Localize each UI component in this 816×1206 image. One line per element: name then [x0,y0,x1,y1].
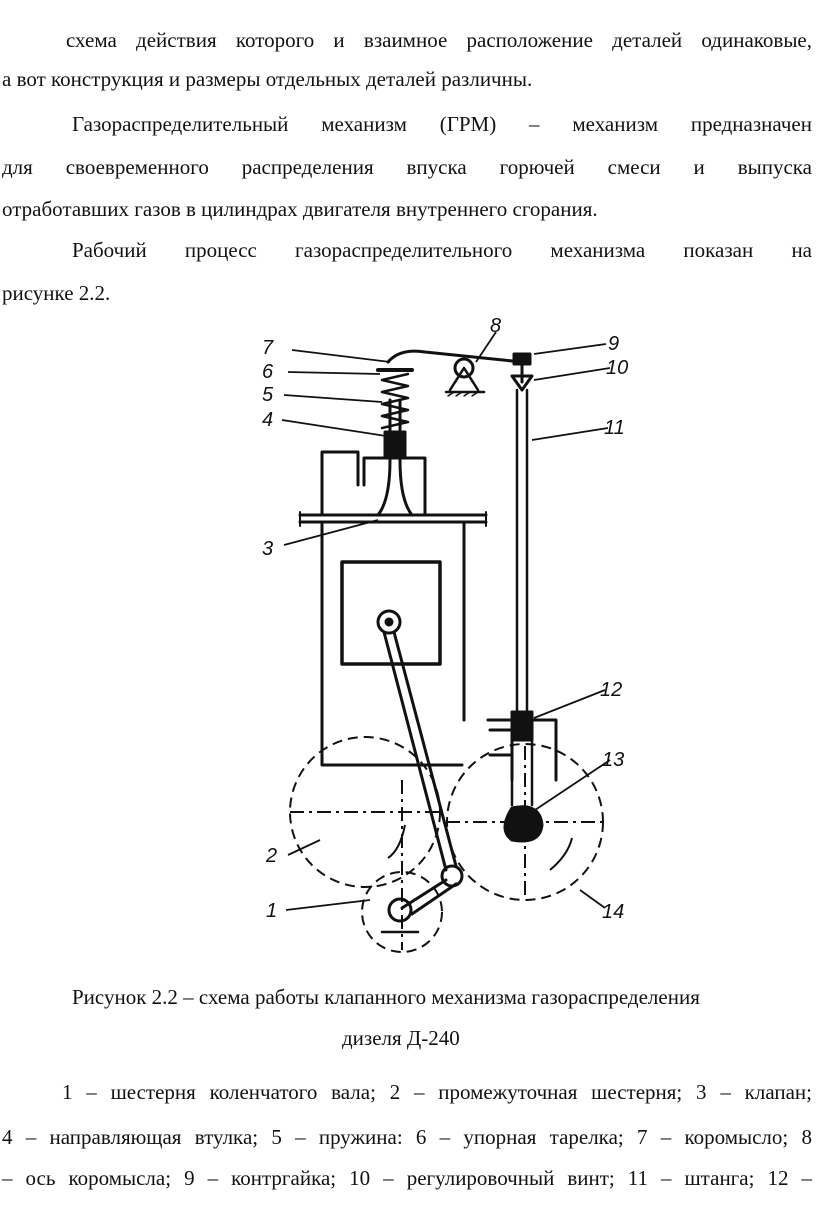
connecting-rod [382,630,458,872]
paragraph-3-line-2: рисунке 2.2. [2,281,111,305]
valve-spring [380,372,410,430]
paragraph-2-line-2: для своевременного распределения впуска … [2,155,812,179]
rocker-support [444,366,486,394]
legend-line-1: 1 – шестерня коленчатого вала; 2 – проме… [62,1080,812,1104]
figure-label-3: 3 [262,538,273,560]
figure-label-11: 11 [604,417,625,439]
camshaft-cam [503,805,544,843]
adjusting-screw [510,362,534,392]
paragraph-3-line-1: Рабочий процесс газораспределительного м… [72,238,812,262]
figure-label-7: 7 [262,337,274,359]
intermediate-gear [289,736,441,888]
figure-caption-line-1: Рисунок 2.2 – схема работы клапанного ме… [72,985,700,1009]
figure-label-13: 13 [602,749,624,771]
paragraph-1-line-1: схема действия которого и взаимное распо… [66,28,812,52]
figure-label-9: 9 [608,333,619,355]
figure-label-1: 1 [266,900,277,922]
figure-label-10: 10 [606,357,628,379]
figure-label-6: 6 [262,361,274,383]
valve-guide [383,430,407,458]
paragraph-2-line-3: отработавших газов в цилиндрах двигателя… [2,197,598,221]
cylinder-head-flange [298,513,488,524]
figure-label-5: 5 [262,384,274,406]
cylinder-head-port [320,450,427,517]
push-rod [515,388,529,742]
figure-label-12: 12 [600,679,622,701]
figure-label-4: 4 [262,409,273,431]
crankshaft-gear [361,871,443,953]
paragraph-2-line-1: Газораспределительный механизм (ГРМ) – м… [72,112,812,136]
figure-label-14: 14 [602,901,624,923]
figure-label-2: 2 [265,845,277,867]
legend-line-3: – ось коромысла; 9 – контргайка; 10 – ре… [2,1166,812,1190]
legend-line-2: 4 – направляющая втулка; 5 – пружина: 6 … [2,1125,812,1149]
piston-pin [376,609,402,635]
crankshaft-gear-hub [387,897,413,923]
figure-label-8: 8 [490,315,501,337]
rocker-arm [386,349,524,364]
paragraph-1-line-2: а вот конструкция и размеры отдельных де… [2,67,533,91]
piston [340,560,442,666]
valve-head [376,458,414,517]
cylinder-left-wall [320,520,464,767]
rocker-axis [453,357,475,379]
figure-caption-line-2: дизеля Д-240 [342,1026,460,1050]
valve-mechanism-diagram: 7 6 5 4 3 2 1 8 9 10 11 12 13 14 [262,315,628,953]
